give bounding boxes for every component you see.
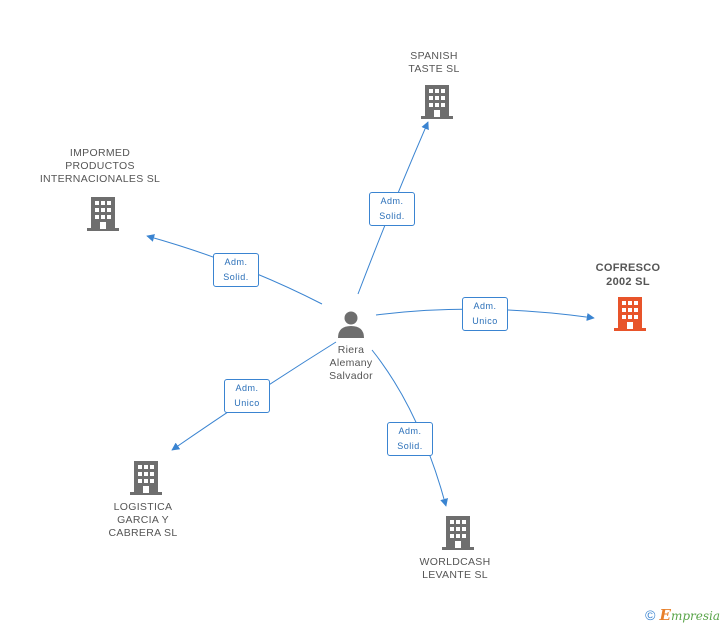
edge-label-logistica: Adm. Unico [224,379,270,413]
copyright-icon: © [645,607,656,623]
company-label-logistica[interactable]: LOGISTICA GARCIA Y CABRERA SL [108,501,178,539]
company-label-spanish[interactable]: SPANISH TASTE SL [408,50,460,75]
company-label-cofresco[interactable]: COFRESCO 2002 SL [595,262,661,288]
building-icon-highlight[interactable] [614,297,646,331]
edge-worldcash [371,349,448,507]
building-icon[interactable] [442,516,474,550]
building-icon[interactable] [421,85,453,119]
person-name[interactable]: Riera Alemany Salvador [329,344,373,382]
building-icon[interactable] [87,197,119,231]
footer-brand: ©Empresia [645,606,720,624]
building-icon[interactable] [130,461,162,495]
brand-initial: E [659,606,671,624]
edge-label-cofresco: Adm. Unico [462,297,508,331]
edge-label-impormed: Adm. Solid. [213,253,259,287]
brand-name: mpresia [670,609,720,623]
company-label-worldcash[interactable]: WORLDCASH LEVANTE SL [419,556,491,581]
edge-label-worldcash: Adm. Solid. [387,422,433,456]
edge-label-spanish: Adm. Solid. [369,192,415,226]
person-icon[interactable] [336,309,366,339]
company-label-impormed[interactable]: IMPORMED PRODUCTOS INTERNACIONALES SL [39,147,161,185]
